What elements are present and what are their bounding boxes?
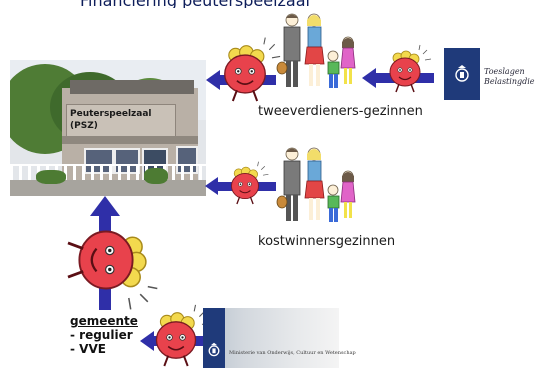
gemeente-item-vve: - VVE: [70, 342, 106, 356]
family-tweeverdieners-icon: [276, 13, 356, 88]
top-heading-text: Financiering peuterspeelzaal: [80, 0, 310, 8]
money-bag-icon: [389, 44, 432, 93]
ministry-banner: [203, 308, 339, 368]
family-kostwinners-icon: [276, 147, 356, 222]
gemeente-title: gemeente: [70, 314, 138, 328]
gemeente-block: gemeente - regulier - VVE: [70, 314, 138, 356]
money-bag-icon: [155, 303, 211, 367]
toeslagen-line-1: Toeslagen: [484, 67, 525, 76]
toeslagen-text: Toeslagen Belastingdienst: [484, 67, 535, 87]
building-sign: [66, 104, 176, 138]
royal-crest-icon: [455, 65, 469, 82]
money-bag-icon: [66, 230, 159, 311]
ministry-logo: [203, 308, 225, 368]
sign-line-2: (PSZ): [70, 121, 98, 131]
top-heading-cropped: Financiering peuterspeelzaal: [0, 0, 535, 8]
building-sign-text: Peuterspeelzaal (PSZ): [70, 108, 174, 132]
money-bag-icon: [223, 36, 282, 103]
gemeente-item-regulier: - regulier: [70, 328, 133, 342]
toeslagen-line-2: Belastingdienst: [484, 77, 535, 86]
label-kostwinners: kostwinnersgezinnen: [258, 234, 396, 249]
sign-line-1: Peuterspeelzaal: [70, 109, 152, 119]
label-tweeverdieners: tweeverdieners-gezinnen: [258, 104, 423, 119]
royal-crest-icon: [208, 342, 220, 357]
peuterspeelzaal-photo: Peuterspeelzaal (PSZ): [10, 60, 206, 196]
ministry-text: Ministerie van Onderwijs, Cultuur en Wet…: [229, 350, 356, 356]
